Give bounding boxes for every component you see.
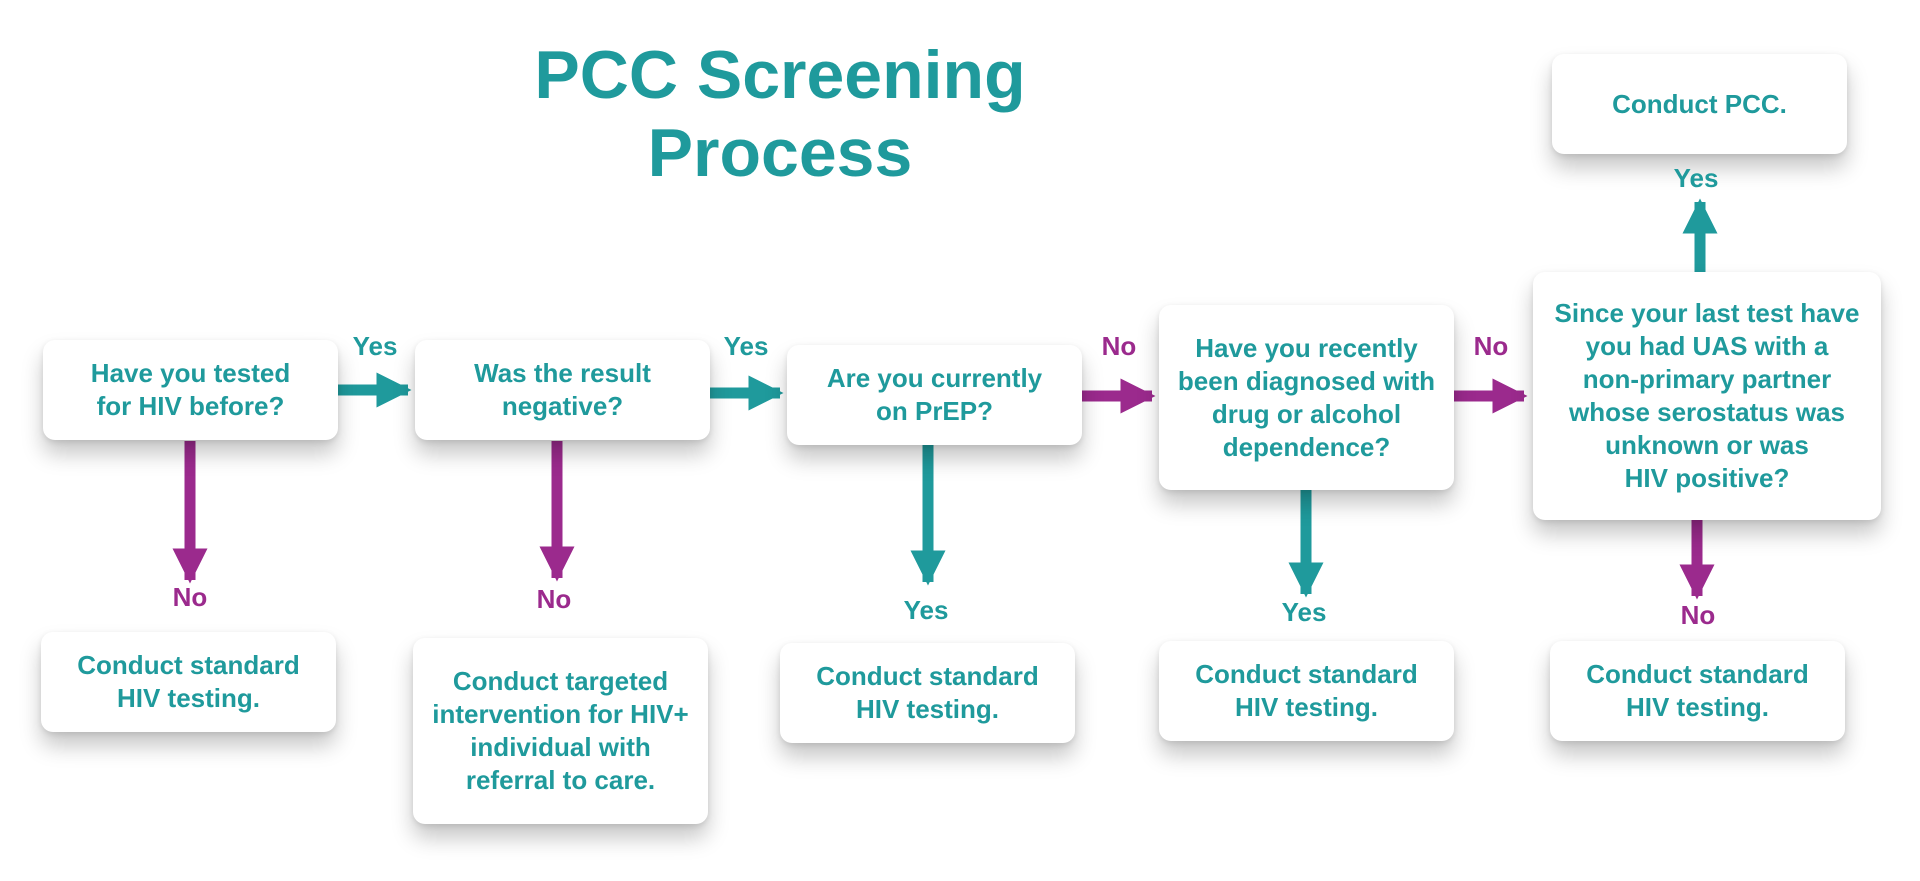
label-no-q4-q5: No [1473, 331, 1509, 361]
label-yes-q4: Yes [1281, 597, 1327, 627]
label-yes-q5: Yes [1673, 163, 1719, 193]
outcome-standard-testing-4: Conduct standard HIV testing. [1159, 641, 1454, 741]
question-result-negative: Was the result negative? [415, 340, 710, 440]
question-substance-dependence: Have you recently been diagnosed with dr… [1159, 305, 1454, 490]
label-yes-q3: Yes [903, 595, 949, 625]
label-no-q3-q4: No [1101, 331, 1137, 361]
label-yes-q2-q3: Yes [723, 331, 769, 361]
label-yes-q1-q2: Yes [352, 331, 398, 361]
outcome-conduct-pcc: Conduct PCC. [1552, 54, 1847, 154]
outcome-targeted-intervention: Conduct targeted intervention for HIV+ i… [413, 638, 708, 824]
question-tested-before: Have you tested for HIV before? [43, 340, 338, 440]
label-no-q5: No [1680, 600, 1716, 630]
question-uas-partner: Since your last test have you had UAS wi… [1533, 272, 1881, 520]
outcome-standard-testing-3: Conduct standard HIV testing. [780, 643, 1075, 743]
label-no-q1: No [172, 582, 208, 612]
outcome-standard-testing-1: Conduct standard HIV testing. [41, 632, 336, 732]
label-no-q2: No [536, 584, 572, 614]
question-on-prep: Are you currently on PrEP? [787, 345, 1082, 445]
diagram-title: PCC Screening Process [534, 37, 1026, 191]
outcome-standard-testing-5: Conduct standard HIV testing. [1550, 641, 1845, 741]
